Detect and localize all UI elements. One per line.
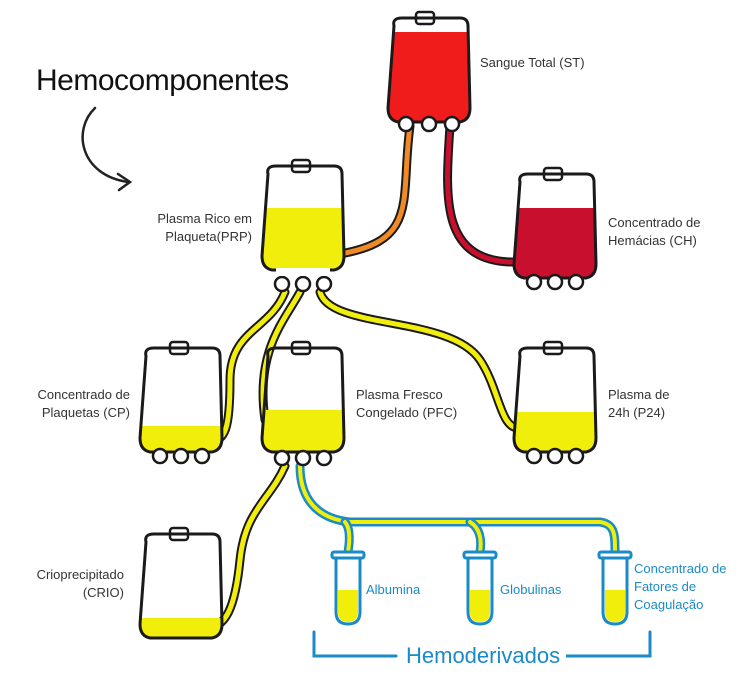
page-title: Hemocomponentes: [36, 64, 289, 97]
title-arrow: [81, 106, 133, 192]
label-albumina: Albumina: [366, 582, 421, 597]
tube-albumina: [330, 550, 366, 626]
label-ch: Concentrado de Hemácias (CH): [608, 215, 701, 248]
label-fatores: Concentrado de Fatores de Coagulação: [634, 561, 727, 612]
label-hemoderivados: Hemoderivados: [400, 643, 567, 669]
label-globulinas: Globulinas: [500, 582, 562, 597]
tube-st-prp: [335, 121, 415, 259]
bag-prp: [260, 158, 346, 293]
label-p24: Plasma de 24h (P24): [608, 387, 670, 420]
bag-pfc: [260, 340, 346, 467]
label-pfc: Plasma Fresco Congelado (PFC): [356, 387, 458, 420]
bag-ch: [512, 166, 598, 291]
hemoderivados-bracket: [312, 630, 652, 658]
tube-globulinas: [462, 550, 498, 626]
tube-st-ch: [443, 121, 525, 267]
label-sangue-total: Sangue Total (ST): [480, 55, 585, 70]
label-cp: Concentrado de Plaquetas (CP): [37, 387, 130, 420]
label-crio: Crioprecipitado (CRIO): [36, 567, 124, 600]
bag-crio: [138, 526, 224, 640]
tube-fatores: [597, 550, 633, 626]
label-prp: Plasma Rico em Plaqueta(PRP): [157, 211, 252, 244]
bag-p24: [512, 340, 598, 465]
bag-sangue-total: [386, 10, 472, 133]
bag-cp: [138, 340, 224, 465]
